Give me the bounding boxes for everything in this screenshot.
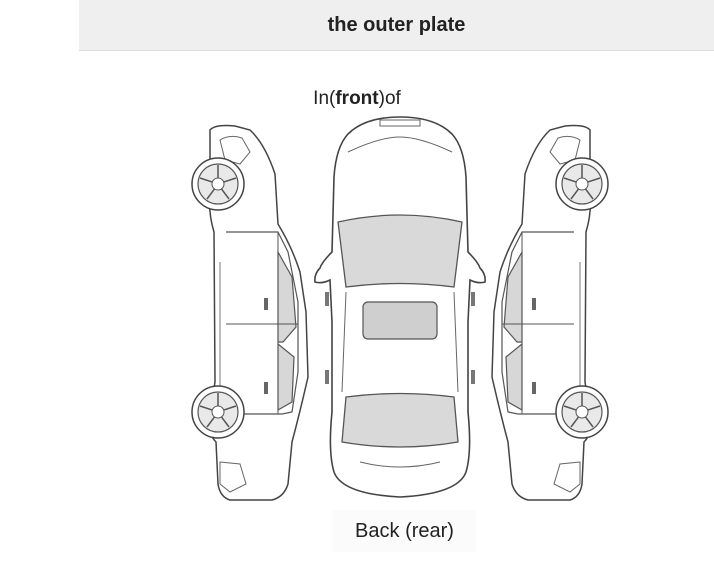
front-label: In(front)of [0,88,714,110]
back-label: Back (rear) [355,519,454,542]
front-label-suffix: )of [378,88,401,109]
car-exterior-diagram [180,116,620,507]
top-view-car-icon [314,116,486,498]
back-label-box: Back (rear) [333,510,476,552]
page-title: the outer plate [327,13,466,36]
left-side-car-icon [192,126,308,501]
front-label-bold: front [335,88,379,109]
header-bar: the outer plate [79,0,714,51]
front-label-prefix: In( [313,88,336,109]
right-side-car-icon [492,126,608,501]
